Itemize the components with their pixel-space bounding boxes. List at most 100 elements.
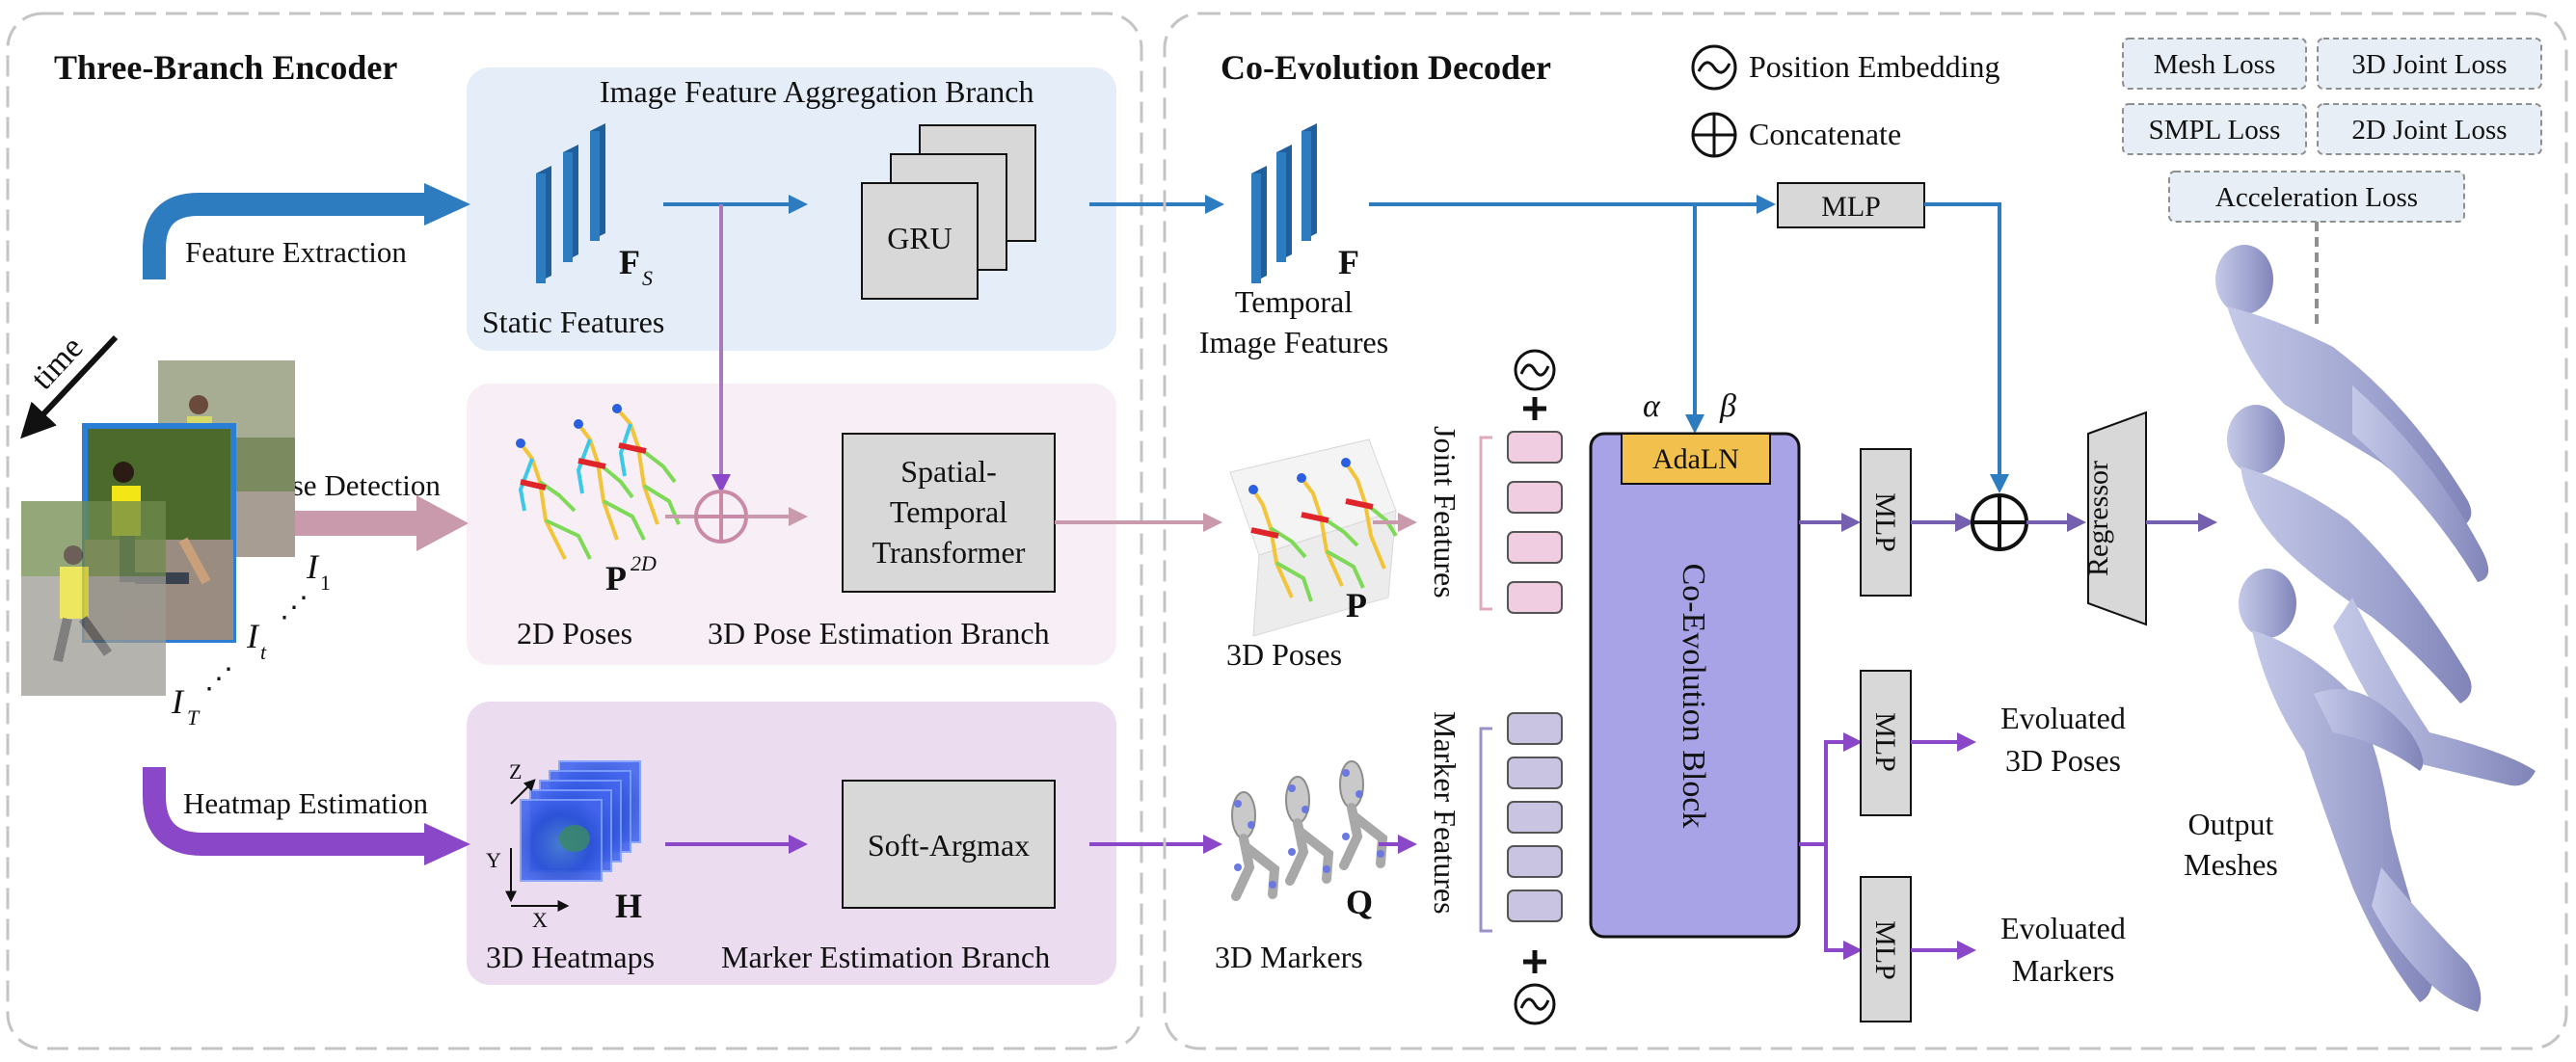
static-features-symbol: F S: [619, 243, 653, 290]
temporal-features-label-1: Temporal: [1235, 284, 1353, 319]
frame-ellipsis-2: ⋰: [204, 663, 233, 695]
softargmax-box: Soft-Argmax: [842, 780, 1056, 909]
loss-mesh: Mesh Loss: [2122, 38, 2307, 90]
joint-features-label: Joint Features: [1428, 426, 1462, 598]
evo-poses-label-1: Evoluated: [2000, 701, 2126, 735]
decoder-title: Co-Evolution Decoder: [1221, 48, 1551, 87]
pose-detection-arrowhead: [416, 495, 469, 551]
loss-3d-joint: 3D Joint Loss: [2317, 38, 2542, 90]
pose-mlp-box: MLP: [1860, 670, 1912, 816]
marker-features-label: Marker Features: [1428, 711, 1462, 915]
marker-tokens: [1507, 712, 1563, 922]
svg-text:I: I: [306, 547, 320, 586]
adaln-box: AdaLN: [1621, 433, 1771, 485]
svg-text:S: S: [642, 266, 653, 290]
frame-label-T: I T: [171, 682, 201, 730]
3d-heatmaps-icon: [505, 760, 641, 912]
mesh-figure-1: [2215, 245, 2489, 582]
loss-smpl: SMPL Loss: [2122, 103, 2307, 155]
3d-heatmaps-label: 3D Heatmaps: [486, 940, 655, 974]
static-features-label: Static Features: [482, 305, 664, 339]
top-mlp-label: MLP: [1821, 191, 1881, 223]
arrow-block-branch: [1799, 732, 1863, 846]
input-frames: [21, 360, 295, 696]
time-label: time: [24, 330, 90, 396]
evo-markers-label-1: Evoluated: [2000, 911, 2126, 945]
time-arrow: [20, 334, 119, 439]
svg-text:I: I: [246, 617, 260, 655]
frame-label-1: I 1: [306, 547, 331, 595]
position-embedding-label: Position Embedding: [1749, 49, 1999, 84]
heatmap-estimation-label: Heatmap Estimation: [183, 786, 428, 820]
concatenate-icon: [1691, 112, 1737, 158]
svg-text:I: I: [171, 682, 185, 721]
regressor-box: Regressor: [2082, 411, 2147, 626]
transformer-box: Spatial- Temporal Transformer: [842, 433, 1056, 593]
encoder-frame: [6, 12, 1143, 1050]
loss-2d-joint: 2D Joint Loss: [2317, 103, 2542, 155]
joint-features-bracket: [1479, 436, 1492, 611]
svg-text:F: F: [619, 243, 640, 281]
output-meshes: [2215, 245, 2536, 1012]
gru-label: GRU: [887, 221, 953, 255]
2d-poses-icon: [516, 404, 681, 560]
pose-mlp-label: MLP: [1869, 712, 1901, 772]
3d-markers-icon: [1231, 760, 1388, 901]
gru-box: GRU: [861, 124, 1036, 300]
svg-text:P: P: [605, 559, 627, 597]
3d-markers-label: 3D Markers: [1215, 940, 1363, 974]
heatmap-estimation-arrow: [143, 767, 426, 856]
svg-text:t: t: [260, 640, 267, 664]
static-features-icon: [536, 123, 605, 283]
arrow-block-branch-2: [1824, 844, 1863, 960]
evo-markers-label-2: Markers: [2012, 953, 2115, 988]
joint-mlp-label: MLP: [1869, 492, 1901, 552]
co-evolution-block-label: Co-Evolution Block: [1676, 564, 1711, 829]
axis-y-label: Y: [486, 848, 501, 872]
mesh-figure-2: [2227, 405, 2536, 786]
loss-2d-joint-label: 2D Joint Loss: [2351, 115, 2507, 146]
concatenate-label: Concatenate: [1749, 117, 1901, 151]
top-mlp-box: MLP: [1777, 182, 1925, 228]
marker-branch-title: Marker Estimation Branch: [721, 940, 1050, 974]
3d-poses-symbol: P: [1346, 586, 1367, 624]
loss-3d-joint-label: 3D Joint Loss: [2351, 49, 2507, 80]
temporal-features-symbol: F: [1338, 243, 1359, 281]
decoder-frame: [1163, 12, 2568, 1050]
loss-mesh-label: Mesh Loss: [2154, 49, 2275, 80]
feature-extraction-label: Feature Extraction: [185, 235, 407, 269]
joint-position-embedding-icon: [1514, 349, 1556, 420]
frame-far: [21, 501, 166, 696]
axis-x-label: X: [532, 908, 548, 932]
marker-position-embedding-icon: [1514, 950, 1556, 1025]
position-embedding-icon: [1691, 44, 1737, 91]
3d-poses-label: 3D Poses: [1226, 637, 1342, 672]
frame-ellipsis-1: ⋰: [280, 592, 309, 624]
joint-mlp-box: MLP: [1860, 448, 1912, 597]
heatmap-estimation-arrowhead: [424, 823, 470, 865]
temporal-features-label-2: Image Features: [1199, 325, 1388, 359]
softargmax-label: Soft-Argmax: [868, 828, 1030, 863]
decoder-concat-icon: [1971, 493, 2028, 551]
loss-acceleration-label: Acceleration Loss: [2215, 182, 2418, 213]
encoder-title: Three-Branch Encoder: [54, 48, 397, 87]
marker-mlp-box: MLP: [1860, 876, 1912, 1022]
encoder-concat-icon: [694, 490, 748, 544]
evo-poses-label-2: 3D Poses: [2005, 743, 2121, 778]
2d-poses-label: 2D Poses: [517, 616, 632, 650]
heatmaps-symbol: H: [615, 887, 642, 925]
transformer-label-1: Spatial-: [900, 454, 997, 489]
feature-extraction-arrowhead: [424, 183, 470, 226]
marker-mlp-label: MLP: [1869, 920, 1901, 980]
svg-text:2D: 2D: [631, 551, 657, 575]
svg-text:1: 1: [320, 571, 331, 595]
output-meshes-label-1: Output: [2188, 807, 2274, 841]
loss-acceleration: Acceleration Loss: [2168, 171, 2465, 223]
alpha-label: α: [1643, 388, 1661, 424]
regressor-label: Regressor: [2082, 461, 2114, 576]
image-branch-title: Image Feature Aggregation Branch: [600, 74, 1034, 109]
output-meshes-label-2: Meshes: [2184, 847, 2278, 882]
3d-markers-symbol: Q: [1346, 883, 1373, 921]
arrow-mlp-to-concat: [1924, 202, 2009, 493]
